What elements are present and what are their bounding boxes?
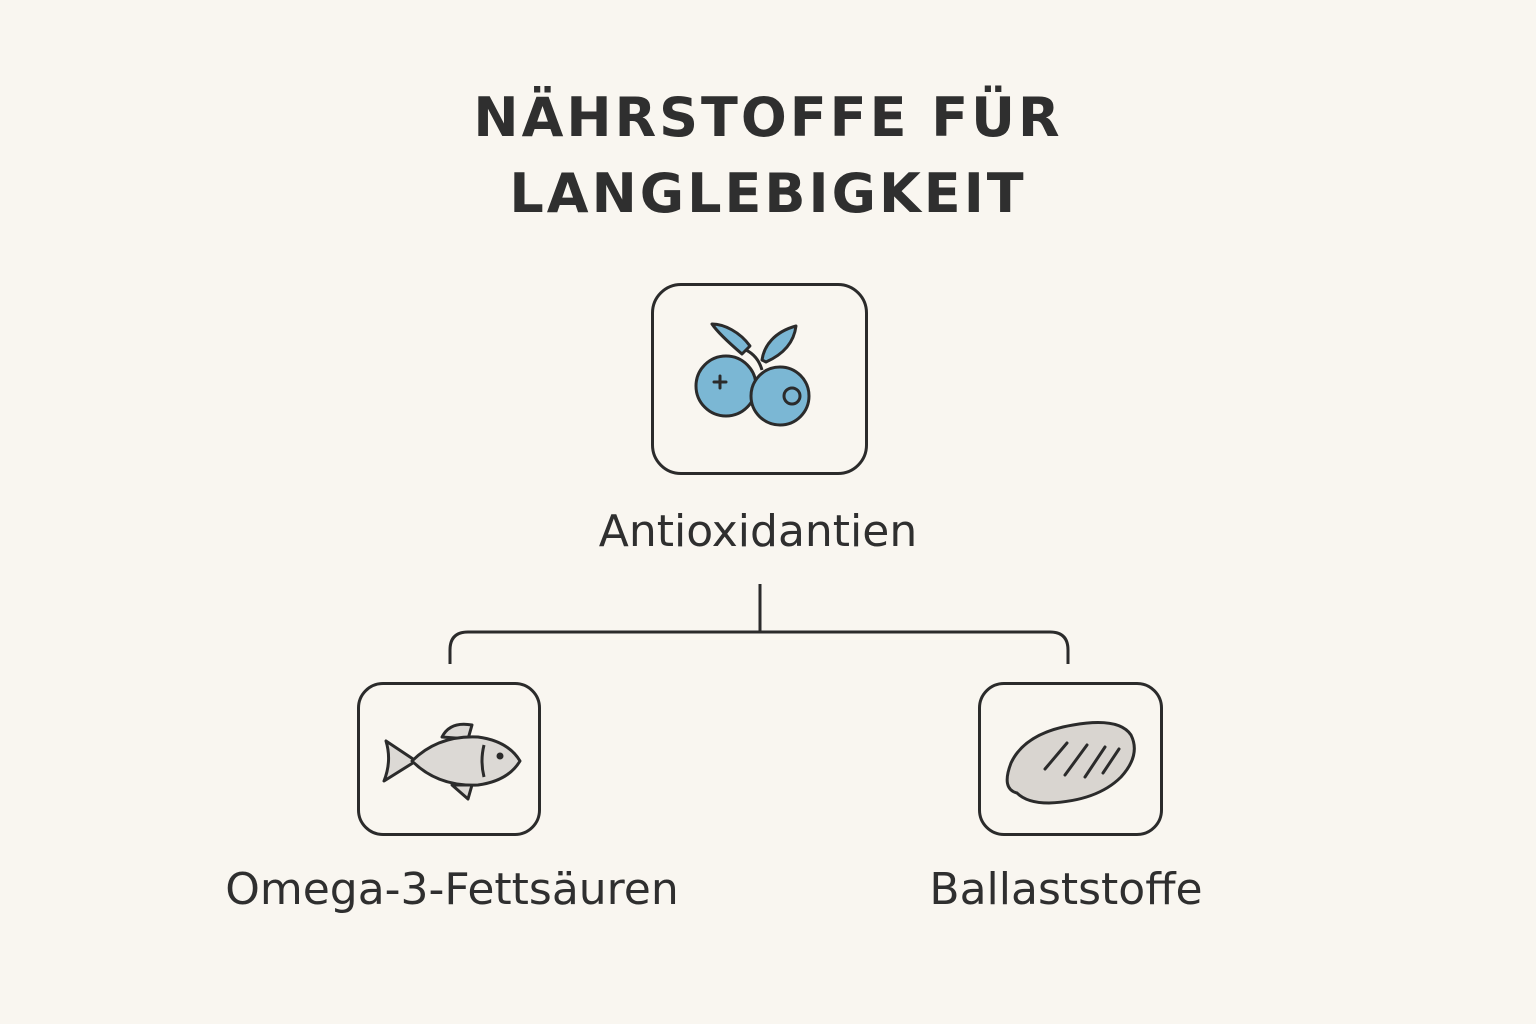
- antioxidants-label: Antioxidantien: [598, 506, 918, 557]
- fish-icon: [382, 722, 522, 801]
- fiber-card: [978, 682, 1163, 836]
- omega3-label: Omega-3-Fettsäuren: [225, 864, 679, 915]
- diagram-title-line-1: NÄHRSTOFFE FÜR: [473, 86, 1063, 149]
- connector-branch: [448, 630, 1070, 664]
- bread-icon: [1005, 721, 1136, 805]
- omega3-card: [357, 682, 541, 836]
- diagram-title-line-2: LANGLEBIGKEIT: [509, 162, 1027, 225]
- blueberries-icon: [694, 322, 811, 427]
- antioxidants-card: [651, 283, 868, 475]
- fiber-label: Ballaststoffe: [929, 864, 1203, 915]
